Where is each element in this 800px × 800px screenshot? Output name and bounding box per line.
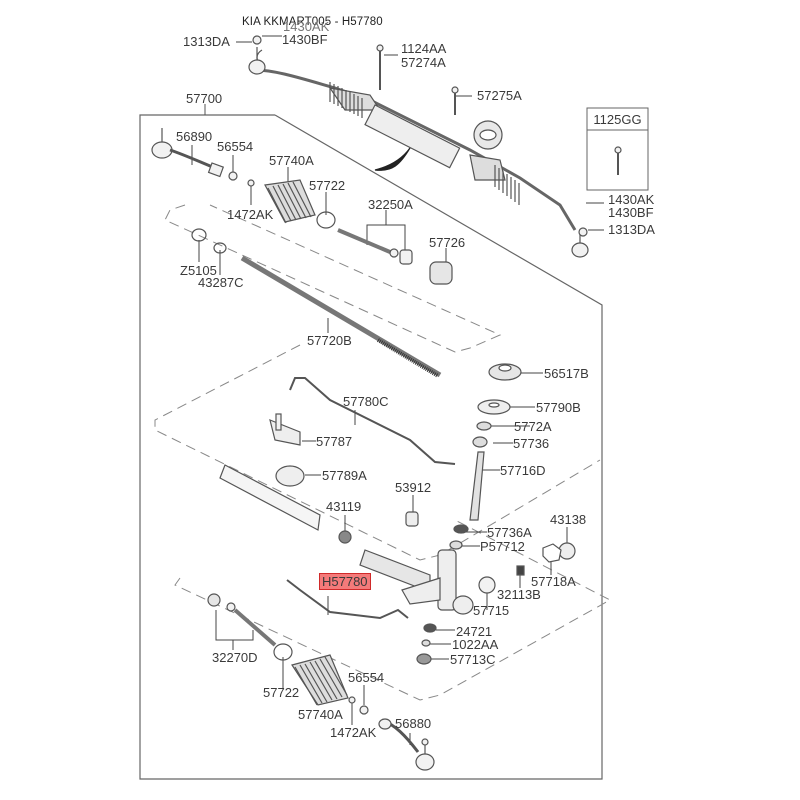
part-label-1313DA-top[interactable]: 1313DA <box>183 34 230 49</box>
part-label-43119[interactable]: 43119 <box>326 499 362 514</box>
part-label-1022AA[interactable]: 1022AA <box>452 637 499 652</box>
part-label-1313DA-right[interactable]: 1313DA <box>608 222 655 237</box>
part-label-5772A[interactable]: 5772A <box>514 419 552 434</box>
part-label-57787[interactable]: 57787 <box>316 434 353 449</box>
part-label-57740A-bottom[interactable]: 57740A <box>298 707 343 722</box>
part-label-57715[interactable]: 57715 <box>473 603 510 618</box>
part-label-56554-bottom[interactable]: 56554 <box>348 670 385 685</box>
inset-box <box>586 107 649 191</box>
part-label-43138[interactable]: 43138 <box>550 512 587 527</box>
part-label-H57780-highlighted[interactable]: H57780 <box>319 573 371 590</box>
part-label-57740A-top[interactable]: 57740A <box>269 153 314 168</box>
part-label-57713C[interactable]: 57713C <box>450 652 496 667</box>
rack-assembly-overview <box>248 35 622 258</box>
part-label-56890[interactable]: 56890 <box>176 129 213 144</box>
part-label-1472AK-top[interactable]: 1472AK <box>227 207 274 222</box>
parts-art <box>151 35 622 771</box>
inset-box-label: 1125GG <box>593 112 642 127</box>
part-label-1124AA[interactable]: 1124AA <box>401 41 447 56</box>
part-label-Z5105[interactable]: Z5105 <box>180 263 217 278</box>
assembly-label-57700[interactable]: 57700 <box>186 91 223 106</box>
part-label-57736[interactable]: 57736 <box>513 436 550 451</box>
diagram-title: KIA KKMART005 - H57780 <box>242 16 383 28</box>
part-label-56880[interactable]: 56880 <box>395 716 432 731</box>
part-label-P57712[interactable]: P57712 <box>480 539 525 554</box>
part-label-57790B[interactable]: 57790B <box>536 400 581 415</box>
dashed-groups <box>154 204 612 701</box>
part-label-1430BF-right[interactable]: 1430BF <box>608 205 654 220</box>
part-label-57720B[interactable]: 57720B <box>307 333 352 348</box>
highlighted-part-number[interactable]: H57780 <box>319 573 371 590</box>
part-label-57722-top[interactable]: 57722 <box>309 178 346 193</box>
part-label-1430AK-right[interactable]: 1430AK <box>608 192 655 207</box>
part-label-43287C[interactable]: 43287C <box>198 275 244 290</box>
part-label-32250A[interactable]: 32250A <box>368 197 413 212</box>
part-label-57274A[interactable]: 57274A <box>401 55 446 70</box>
part-label-1472AK-bottom[interactable]: 1472AK <box>330 725 377 740</box>
part-label-1430BF-top[interactable]: 1430BF <box>282 32 328 47</box>
part-label-1430AK-top[interactable]: 1430AK <box>283 19 330 34</box>
part-label-57736A[interactable]: 57736A <box>487 525 532 540</box>
part-label-56517B[interactable]: 56517B <box>544 366 589 381</box>
part-label-57718A[interactable]: 57718A <box>531 574 576 589</box>
part-label-53912[interactable]: 53912 <box>395 480 432 495</box>
part-label-57780C[interactable]: 57780C <box>343 394 389 409</box>
part-label-57716D[interactable]: 57716D <box>500 463 546 478</box>
part-label-57726[interactable]: 57726 <box>429 235 466 250</box>
part-label-56554-top[interactable]: 56554 <box>217 139 254 154</box>
assembly-border <box>139 114 603 780</box>
part-label-24721[interactable]: 24721 <box>456 624 493 639</box>
part-label-57275A[interactable]: 57275A <box>477 88 522 103</box>
part-label-32113B[interactable]: 32113B <box>497 587 541 602</box>
part-label-57789A[interactable]: 57789A <box>322 468 367 483</box>
part-label-57722-bottom[interactable]: 57722 <box>263 685 300 700</box>
part-label-32270D[interactable]: 32270D <box>212 650 258 665</box>
